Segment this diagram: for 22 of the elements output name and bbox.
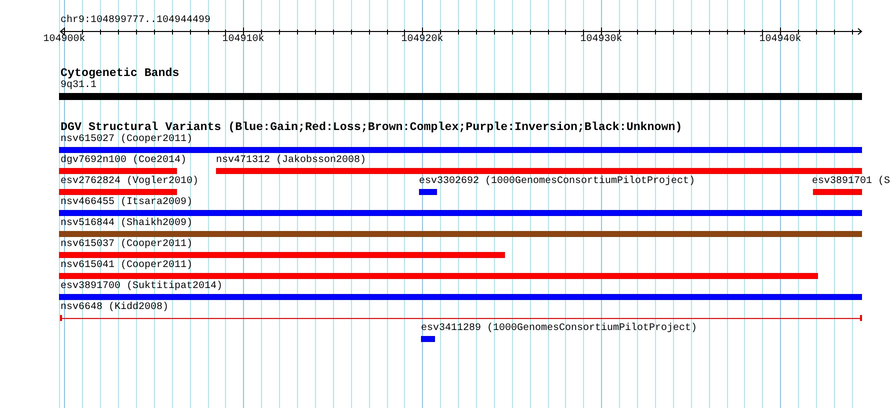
tick-label: 104910k	[222, 35, 264, 45]
track-title: Cytogenetic Bands	[60, 68, 180, 80]
tick-label: 104900k	[43, 35, 86, 45]
feature-label: esv3891701 (S	[812, 177, 890, 187]
feature-label: nsv471312 (Jakobsson2008)	[216, 156, 366, 166]
tick-label: 104940k	[759, 35, 802, 45]
feature-label: nsv615027 (Cooper2011)	[60, 135, 193, 145]
feature-label: nsv615037 (Cooper2011)	[60, 240, 193, 250]
track-title: DGV Structural Variants (Blue:Gain;Red:Loss;Brown:Complex;Purple:Inversion;Black:Unknown)	[60, 122, 682, 134]
feature-label: dgv7692n100 (Coe2014)	[60, 156, 187, 166]
region-label: chr9:104899777..104944499	[60, 16, 211, 26]
feature-label: 9q31.1	[60, 81, 97, 91]
feature-label: nsv615041 (Cooper2011)	[60, 261, 193, 271]
feature-label: nsv6648 (Kidd2008)	[60, 303, 169, 313]
feature-label: esv3891700 (Suktitipat2014)	[60, 282, 223, 292]
feature-label: esv3411289 (1000GenomesConsortiumPilotProject)	[421, 324, 698, 334]
feature-label: nsv466455 (Itsara2009)	[60, 198, 193, 208]
tick-label: 104920k	[401, 35, 444, 45]
feature-label: esv2762824 (Vogler2010)	[60, 177, 199, 187]
feature-label: esv3302692 (1000GenomesConsortiumPilotProject)	[419, 177, 696, 187]
tick-label: 104930k	[580, 35, 622, 45]
feature-label: nsv516844 (Shaikh2009)	[60, 219, 193, 229]
